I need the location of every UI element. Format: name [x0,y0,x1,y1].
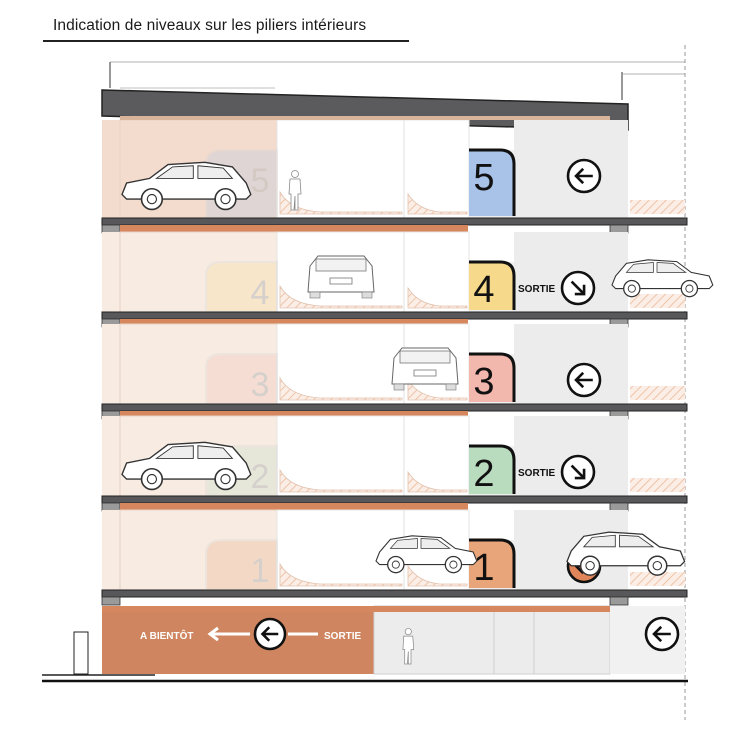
ceiling-band [120,411,468,418]
ceiling-band [120,503,468,510]
car-side-icon [611,259,714,298]
left-arrow-circle-icon [566,362,602,398]
pillar-sign-2: 2 [469,444,516,495]
exit-label: SORTIE [518,284,556,295]
level-4: 4 4 SORTIE [101,231,688,328]
bay-left [102,510,277,590]
level-number: 4 [473,269,494,311]
beam-left [101,596,121,606]
ghost-level-number: 3 [251,366,270,404]
exit-label: SORTIE [518,468,556,479]
ground-entrance-wall [102,606,374,674]
level-number: 1 [473,547,494,589]
ghost-level-number: 1 [251,552,270,590]
level-number: 3 [473,361,494,403]
ghost-pillar-1: 1 [205,539,278,591]
level-number: 2 [473,453,494,495]
title-underline [43,40,409,42]
bay-center [276,119,470,219]
farewell-label: A BIENTÔT [140,629,194,642]
bay-center [276,415,470,497]
ghost-level-number: 2 [251,458,270,496]
ghost-level-number: 5 [251,162,270,200]
car-rear-icon [307,255,375,299]
down-right-arrow-circle-icon [560,270,596,306]
pillar-sign-5: 5 [469,148,516,216]
floor-slab [101,311,688,320]
floor-slab [101,403,688,412]
bay-center [276,231,470,313]
left-arrow-circle-icon [644,616,680,652]
left-arrow-circle-icon [253,617,287,651]
bay-left [102,232,277,312]
pillar-sign-3: 3 [469,352,516,403]
down-right-arrow-circle-icon [560,454,596,490]
page-title: Indication de niveaux sur les piliers in… [53,17,367,34]
ground-floor: A BIENTÔT SORTIE [42,605,688,683]
beam-left [101,224,121,234]
floor-slab [101,217,688,226]
floor-slab [101,589,688,598]
left-arrow-icon [207,626,250,642]
beam-right [609,502,629,512]
bay-left [102,324,277,404]
floor-slab [101,495,688,504]
ceiling-band [120,319,468,326]
level-number: 5 [473,157,494,199]
car-rear-icon [391,347,459,391]
ghost-pillar-4: 4 [205,261,278,313]
ceiling-band [120,225,468,232]
pillar-sign-1: 1 [469,538,516,589]
left-arrow-circle-icon [566,158,602,194]
ghost-pillar-3: 3 [205,353,278,405]
level-2: 2 2 SORTIE [101,415,688,512]
ground-exit-label: SORTIE [324,631,362,642]
beam-left [101,502,121,512]
ghost-level-number: 4 [251,274,270,312]
beam-right [609,224,629,234]
pillar-sign-4: 4 [469,260,516,311]
beam-right [609,596,629,606]
bollard [73,631,89,675]
